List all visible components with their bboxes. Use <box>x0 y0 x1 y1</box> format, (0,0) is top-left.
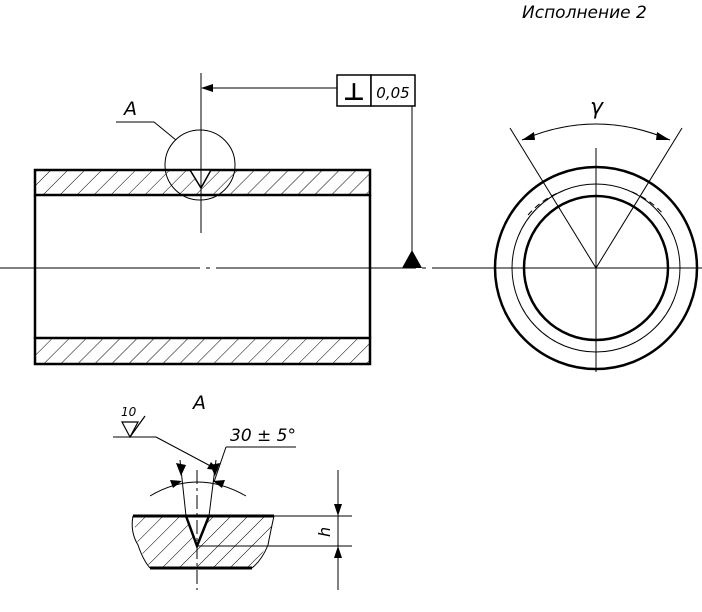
datum-triangle <box>402 250 422 268</box>
angle-arrow-right <box>656 132 670 140</box>
groove-arc-left <box>527 191 561 216</box>
section-view: A ⊥ 0,05 <box>0 73 702 366</box>
angle-line-right <box>595 127 683 269</box>
inner-circle <box>522 194 670 342</box>
perpendicularity-symbol: ⊥ <box>343 78 365 106</box>
depth-arrow-bottom <box>334 546 342 558</box>
v-arrow-left <box>170 480 182 488</box>
detail-material <box>133 516 274 568</box>
angle-line-left <box>509 127 597 269</box>
v-angle-arc <box>149 481 247 497</box>
v-arrow-top-right <box>210 463 220 476</box>
bottom-wall-hatch <box>33 336 372 366</box>
detail-break-right <box>251 515 275 569</box>
tolerance-value: 0,05 <box>376 84 409 102</box>
v-arrow-top-left <box>176 463 186 476</box>
angle-arrow-left <box>522 132 535 140</box>
detail-callout-label: A <box>122 98 137 120</box>
end-view: γ <box>485 95 702 372</box>
tolerance-frame: ⊥ 0,05 <box>336 74 416 107</box>
roughness-value: 10 <box>121 405 137 419</box>
groove-circle <box>511 183 681 353</box>
end-view-angle-label: γ <box>590 95 604 120</box>
detail-circle <box>164 129 236 201</box>
angle-arc <box>521 123 671 141</box>
depth-label: h <box>315 527 334 537</box>
roughness-symbol: 10 <box>113 405 219 471</box>
depth-arrow-top <box>334 504 342 516</box>
tolerance-arrow <box>201 84 213 92</box>
detail-view: A 10 30 ± 5° <box>113 392 352 590</box>
detail-title: A <box>191 392 206 414</box>
outer-circle <box>493 165 699 371</box>
detail-angle-label: 30 ± 5° <box>230 426 296 446</box>
angle-label-leader <box>213 446 227 483</box>
variant-title: Исполнение 2 <box>522 3 647 23</box>
v-arrow-right <box>213 480 225 488</box>
detail-break-left <box>131 515 151 569</box>
detail-leader-diag <box>153 121 177 141</box>
groove-arc-right <box>631 191 665 216</box>
